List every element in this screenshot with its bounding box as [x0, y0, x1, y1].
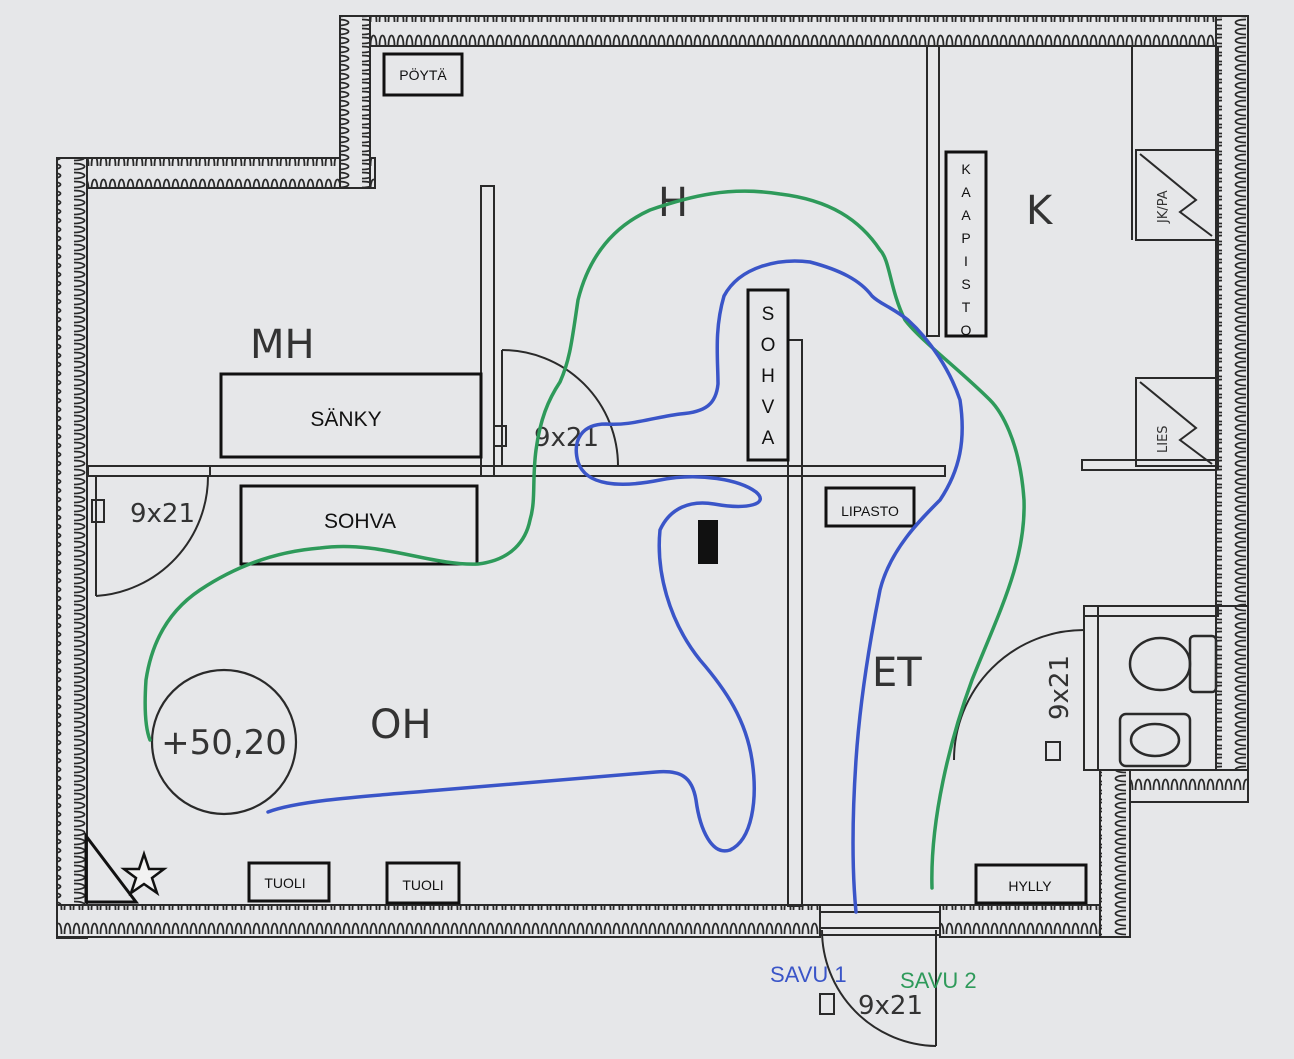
- door-label-entrance: 9x21: [858, 991, 923, 1021]
- room-label-k: K: [1026, 188, 1054, 234]
- door-label-left: 9x21: [130, 499, 195, 529]
- star-icon: [120, 850, 168, 897]
- jkpa-label: JK/PA: [1156, 190, 1171, 224]
- tuoli-2-box: [385, 861, 461, 905]
- room-label-et: ET: [872, 650, 922, 696]
- doors: [91, 349, 1085, 1047]
- savu-1-label: SAVU 1: [770, 962, 847, 987]
- kaapisto-box: [944, 150, 988, 338]
- hylly-box: [974, 863, 1088, 905]
- black-object: [698, 520, 718, 564]
- sohva-vertical-box: [746, 288, 790, 462]
- toilet-icon: [1128, 634, 1218, 694]
- lipasto-label: LIPASTO: [841, 503, 899, 519]
- poyta-box: [382, 52, 464, 97]
- sanky-label: SÄNKY: [310, 408, 381, 431]
- tuoli-2-label: TUOLI: [402, 877, 443, 893]
- elevation-label: +50,20: [161, 723, 287, 763]
- tuoli-1-label: TUOLI: [264, 875, 305, 891]
- elevation-circle: [150, 668, 298, 816]
- lies-label: LIES: [1156, 425, 1171, 453]
- savu-2-path: [143, 189, 1026, 890]
- lipasto-box: [824, 486, 916, 528]
- savu-1-path: [266, 259, 964, 914]
- sanky-box: [219, 372, 483, 459]
- kitchen-appliances: [1135, 149, 1217, 467]
- door-label-bathroom: 9x21: [1045, 655, 1075, 720]
- room-label-mh: MH: [250, 322, 315, 368]
- sohva-lower-label: SOHVA: [324, 510, 396, 533]
- tuoli-1-box: [247, 861, 331, 903]
- hylly-label: HYLLY: [1008, 878, 1052, 894]
- furniture: [219, 52, 1088, 905]
- outer-walls: [56, 15, 1249, 939]
- room-label-oh: OH: [370, 702, 432, 748]
- sink-icon: [1118, 712, 1192, 768]
- start-marker: [84, 831, 140, 904]
- savu-2-label: SAVU 2: [900, 968, 977, 993]
- sohva-lower-box: [239, 484, 479, 566]
- poyta-label: PÖYTÄ: [399, 66, 447, 83]
